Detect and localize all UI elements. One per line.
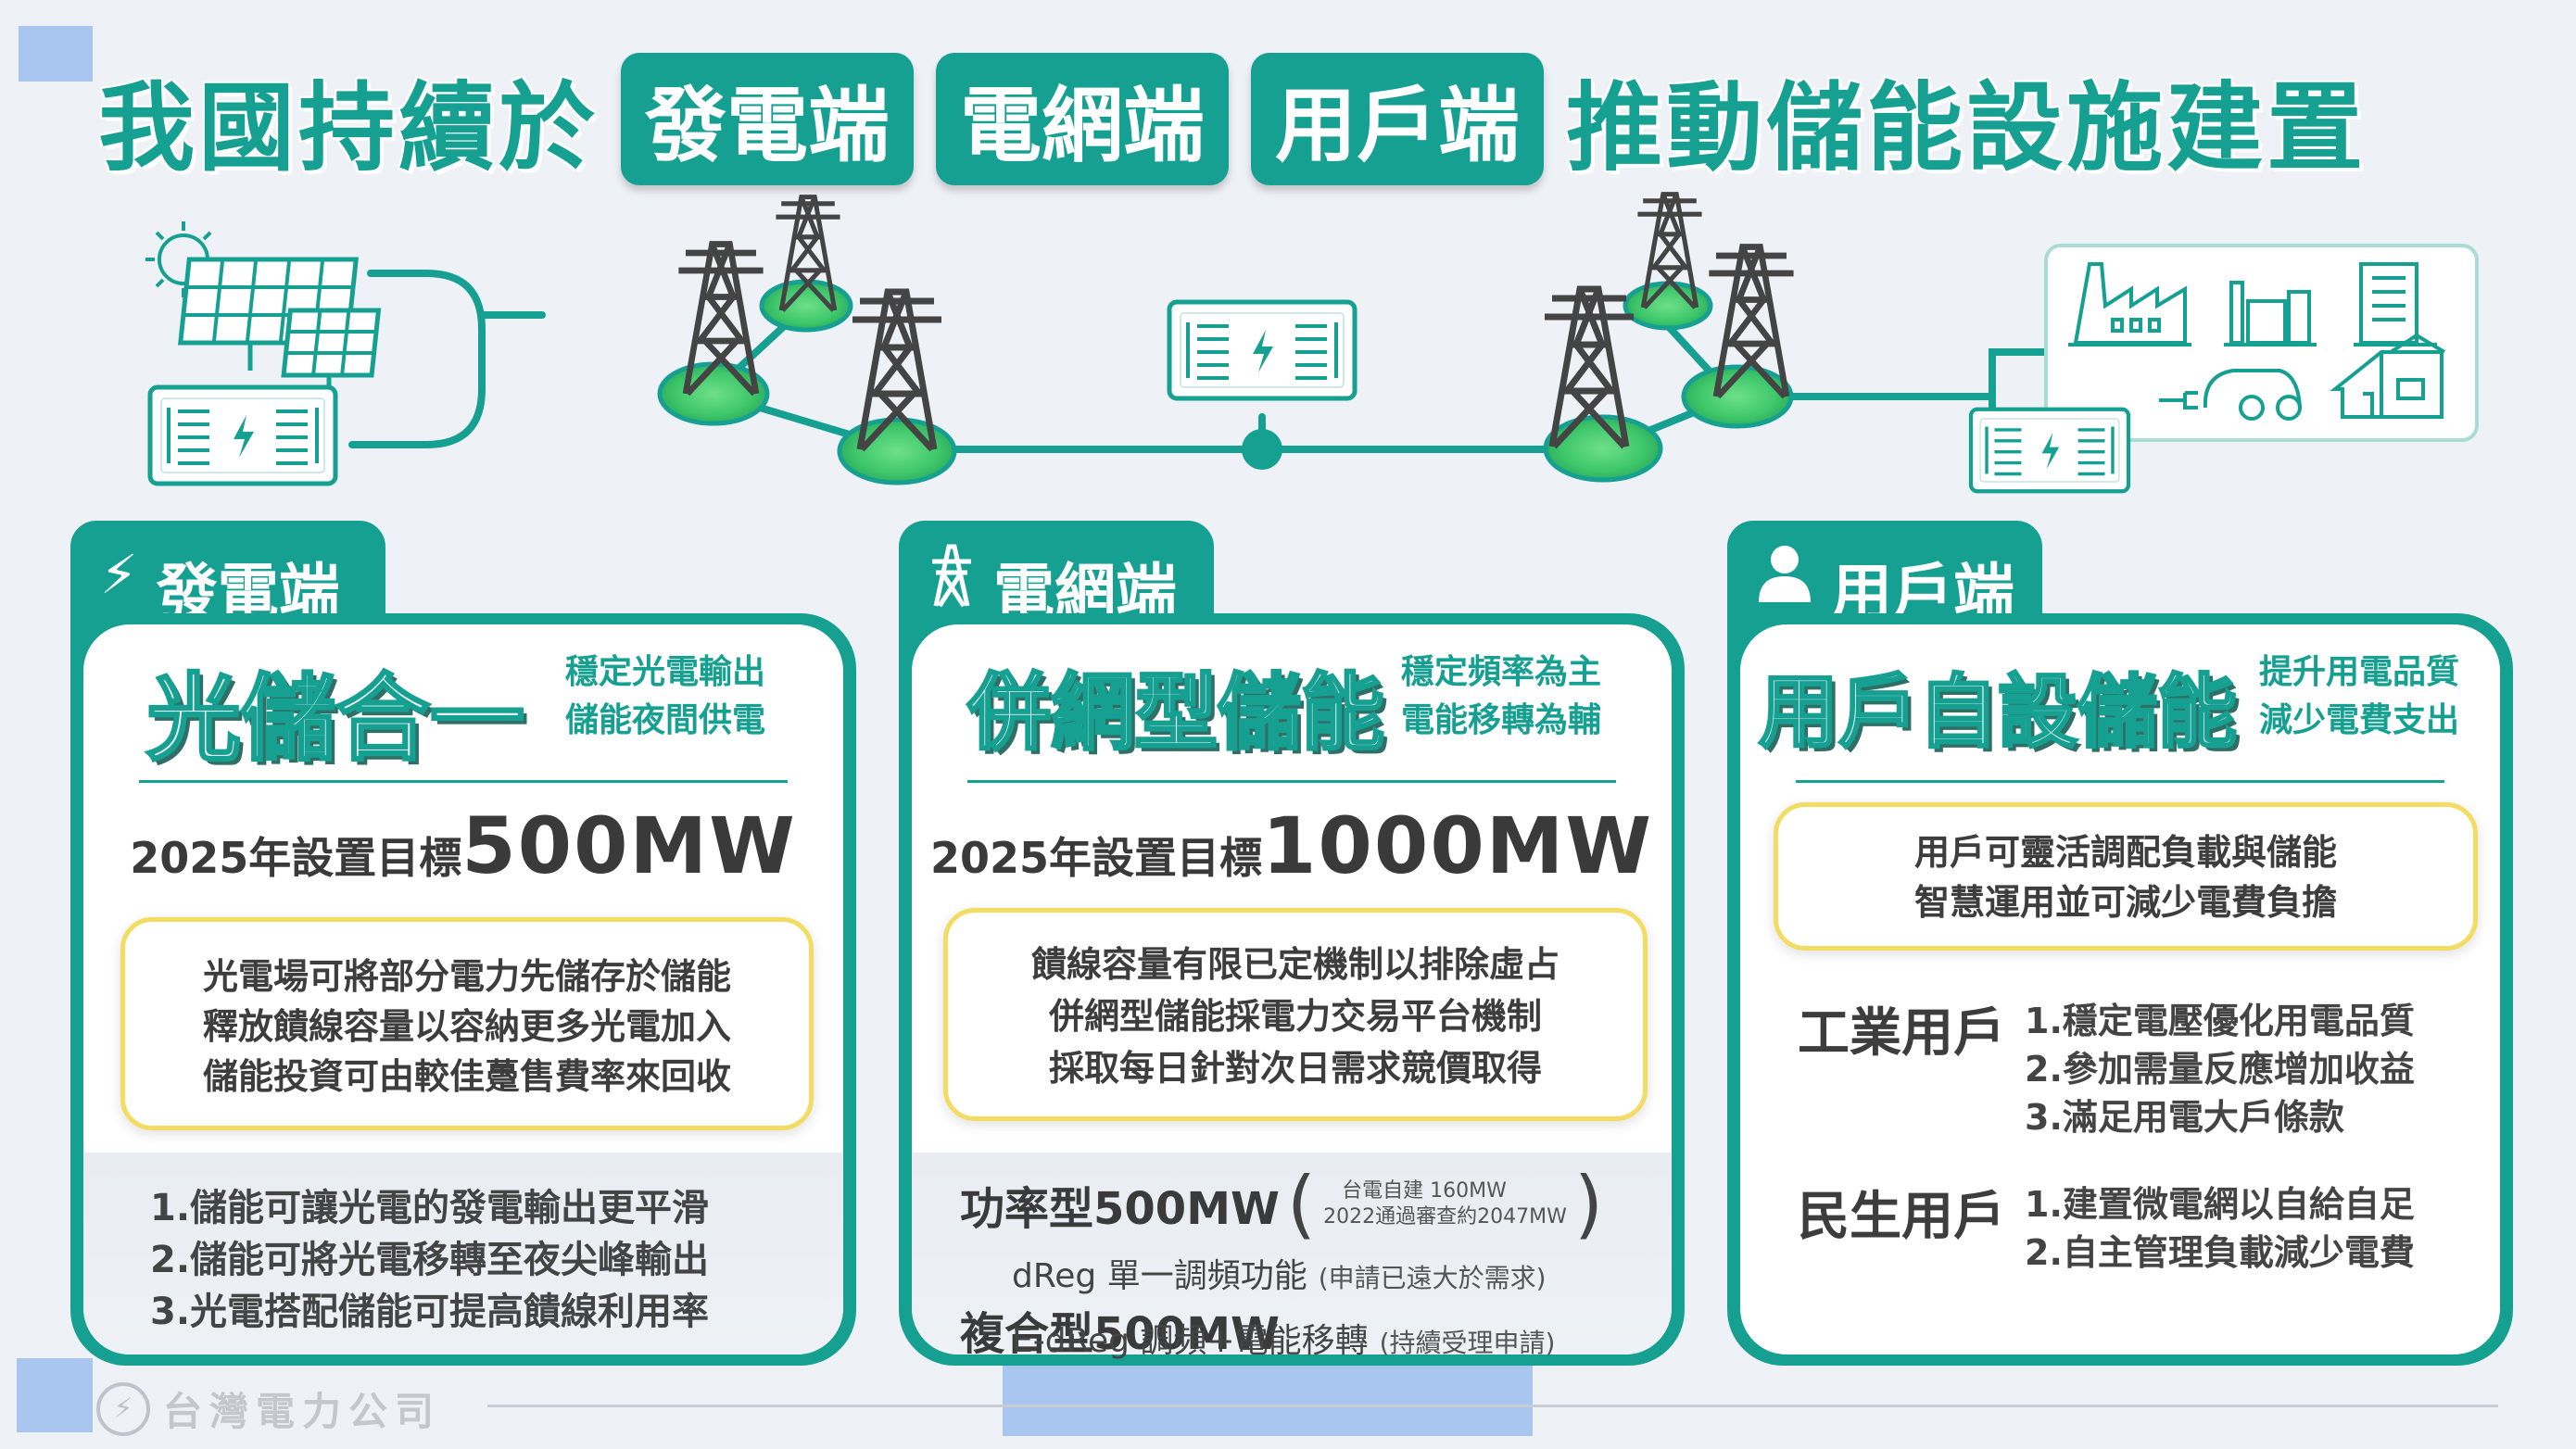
divider [1796, 780, 2444, 783]
battery-storage-icon [1971, 410, 2128, 491]
list-item: 2.儲能可將光電移轉至夜尖峰輸出 [150, 1239, 710, 1281]
note-line-1: 穩定光電輸出 [565, 653, 766, 691]
list-item: 3.滿足用電大戶條款 [2025, 1097, 2344, 1138]
box-line: 釋放饋線容量以容納更多光電加入 [202, 1006, 731, 1047]
list-item: 1.儲能可讓光電的發電輸出更平滑 [150, 1187, 710, 1229]
industrial-label: 工業用戶 [1798, 1003, 2005, 1064]
transmission-tower-icon [657, 197, 957, 485]
grid-diagram [145, 185, 2479, 519]
info-box: 饋線容量有限已定機制以排除虛占 併網型儲能採電力交易平台機制 採取每日針對次日需… [943, 908, 1648, 1121]
decor-square-top-left [19, 26, 93, 82]
solar-panel-icon [145, 221, 382, 394]
divider [967, 780, 1616, 783]
note-line-1: 穩定頻率為主 [1401, 653, 1602, 691]
edreg-note: (持續受理申請) [1379, 1328, 1556, 1358]
power-note-1: 台電自建 160MW [1342, 1179, 1507, 1203]
panel-grid: 電網端 併網型儲能 穩定頻率為主 電能移轉為輔 2025年設置目標1000MW … [899, 521, 1685, 1366]
target-label: 2025年設置目標 [929, 833, 1262, 883]
info-box: 光電場可將部分電力先儲存於儲能 釋放饋線容量以容納更多光電加入 儲能投資可由較佳… [120, 917, 814, 1130]
dreg-note: (申請已遠大於需求) [1318, 1263, 1547, 1293]
headline-note: 穩定頻率為主 電能移轉為輔 [1401, 649, 1601, 745]
box-line: 饋線容量有限已定機制以排除虛占 [1030, 944, 1559, 985]
list-item: 2.自主管理負載減少電費 [2025, 1232, 2415, 1273]
panel-body: 光儲合一 穩定光電輸出 儲能夜間供電 2025年設置目標500MW 光電場可將部… [83, 624, 843, 1354]
title-chip-grid: 電網端 [936, 52, 1230, 185]
solar-house-icon [2330, 333, 2446, 419]
decor-square-bottom-left [17, 1358, 93, 1432]
target-value: 1000MW [1261, 800, 1654, 891]
list-item: 3.光電搭配儲能可提高饋線利用率 [150, 1291, 710, 1333]
factory-icon [2068, 262, 2191, 346]
power-note-2: 2022通過審查約2047MW [1323, 1205, 1567, 1228]
target: 2025年設置目標1000MW [912, 800, 1672, 891]
panel-body: 用戶自設儲能 提升用電品質 減少電費支出 用戶可靈活調配負載與儲能 智慧運用並可… [1740, 624, 2500, 1354]
title-suffix: 推動儲能設施建置 [1566, 70, 2368, 184]
benefit-list: 1.儲能可讓光電的發電輸出更平滑 2.儲能可將光電移轉至夜尖峰輸出 3.光電搭配… [83, 1153, 843, 1354]
box-line: 併網型儲能採電力交易平台機制 [1048, 996, 1542, 1037]
panel-header: 光儲合一 穩定光電輸出 儲能夜間供電 [83, 624, 843, 776]
headline: 併網型儲能 [966, 663, 1386, 763]
paren-close: ) [1573, 1161, 1604, 1247]
list-item: 1.建置微電網以自給自足 [2025, 1184, 2415, 1225]
title-prefix: 我國持續於 [98, 70, 600, 184]
box-line: 採取每日針對次日需求競價取得 [1048, 1048, 1542, 1089]
headline: 光儲合一 [145, 663, 526, 776]
ev-charging-icon [2159, 369, 2302, 421]
title-chip-user: 用戶端 [1251, 52, 1545, 185]
paren-open: ( [1286, 1161, 1317, 1247]
panel-header: 併網型儲能 穩定頻率為主 電能移轉為輔 [912, 624, 1672, 763]
title-chip-generation: 發電端 [621, 52, 915, 185]
transmission-tower-icon [1545, 195, 1794, 483]
note-line-1: 提升用電品質 [2259, 653, 2460, 691]
list-item: 1.穩定電壓優化用電品質 [2025, 1001, 2415, 1041]
box-line: 智慧運用並可減少電費負擔 [1913, 882, 2337, 923]
target: 2025年設置目標500MW [83, 800, 843, 891]
residential-items: 1.建置微電網以自給自足 2.自主管理負載減少電費 [2025, 1180, 2415, 1277]
person-icon [1757, 543, 1812, 617]
box-line: 光電場可將部分電力先儲存於儲能 [202, 956, 731, 997]
target-value: 500MW [461, 800, 797, 891]
panel-generation: ⚡ 發電端 光儲合一 穩定光電輸出 儲能夜間供電 2025年設置目標500MW … [70, 521, 856, 1366]
logo-icon: ⚡ [96, 1381, 150, 1436]
headline-note: 穩定光電輸出 儲能夜間供電 [565, 649, 765, 745]
headline-note: 提升用電品質 減少電費支出 [2259, 649, 2459, 745]
office-building-icon [2354, 262, 2437, 346]
pylon-icon [928, 543, 975, 623]
battery-storage-icon [1169, 302, 1355, 470]
target-label: 2025年設置目標 [130, 833, 462, 883]
panel-header: 用戶自設儲能 提升用電品質 減少電費支出 [1740, 624, 2500, 763]
box-line: 用戶可靈活調配負載與儲能 [1913, 832, 2337, 873]
industrial-plant-icon [2224, 281, 2317, 346]
storage-types [912, 1153, 1672, 1354]
note-line-2: 電能移轉為輔 [1401, 701, 1602, 739]
panel-user: 用戶端 用戶自設儲能 提升用電品質 減少電費支出 用戶可靈活調配負載與儲能 智慧… [1727, 521, 2513, 1366]
dreg-label: dReg 單一調頻功能 [1012, 1257, 1307, 1295]
power-type: 功率型500MW [960, 1183, 1280, 1235]
note-line-2: 減少電費支出 [2259, 701, 2460, 739]
lightning-bolt-icon: ⚡ [100, 543, 138, 606]
panel-body: 併網型儲能 穩定頻率為主 電能移轉為輔 2025年設置目標1000MW 饋線容量… [912, 624, 1672, 1354]
info-box: 用戶可靈活調配負載與儲能 智慧運用並可減少電費負擔 [1774, 802, 2478, 951]
edreg-label: E-dReg 調頻+電能移轉 [1012, 1322, 1369, 1360]
note-line-2: 儲能夜間供電 [565, 701, 766, 739]
list-item: 2.參加需量反應增加收益 [2025, 1049, 2415, 1090]
box-line: 儲能投資可由較佳躉售費率來回收 [202, 1056, 731, 1097]
footer-divider [487, 1405, 2498, 1407]
composite-type: 複合型500MW [960, 1308, 1280, 1354]
decor-bar-bottom-center [1003, 1362, 1533, 1436]
headline: 用戶自設儲能 [1758, 665, 2239, 761]
industrial-items: 1.穩定電壓優化用電品質 2.參加需量反應增加收益 3.滿足用電大戶條款 [2025, 997, 2415, 1141]
page-title: 我國持續於 發電端 電網端 用戶端 推動儲能設施建置 [98, 52, 2367, 185]
battery-storage-icon [150, 387, 335, 484]
user-facilities-box [2044, 244, 2479, 442]
residential-label: 民生用戶 [1798, 1187, 2005, 1247]
divider [139, 780, 788, 783]
company-name: 台灣電力公司 [163, 1389, 442, 1434]
company-logo: ⚡ 台灣電力公司 [96, 1380, 441, 1437]
